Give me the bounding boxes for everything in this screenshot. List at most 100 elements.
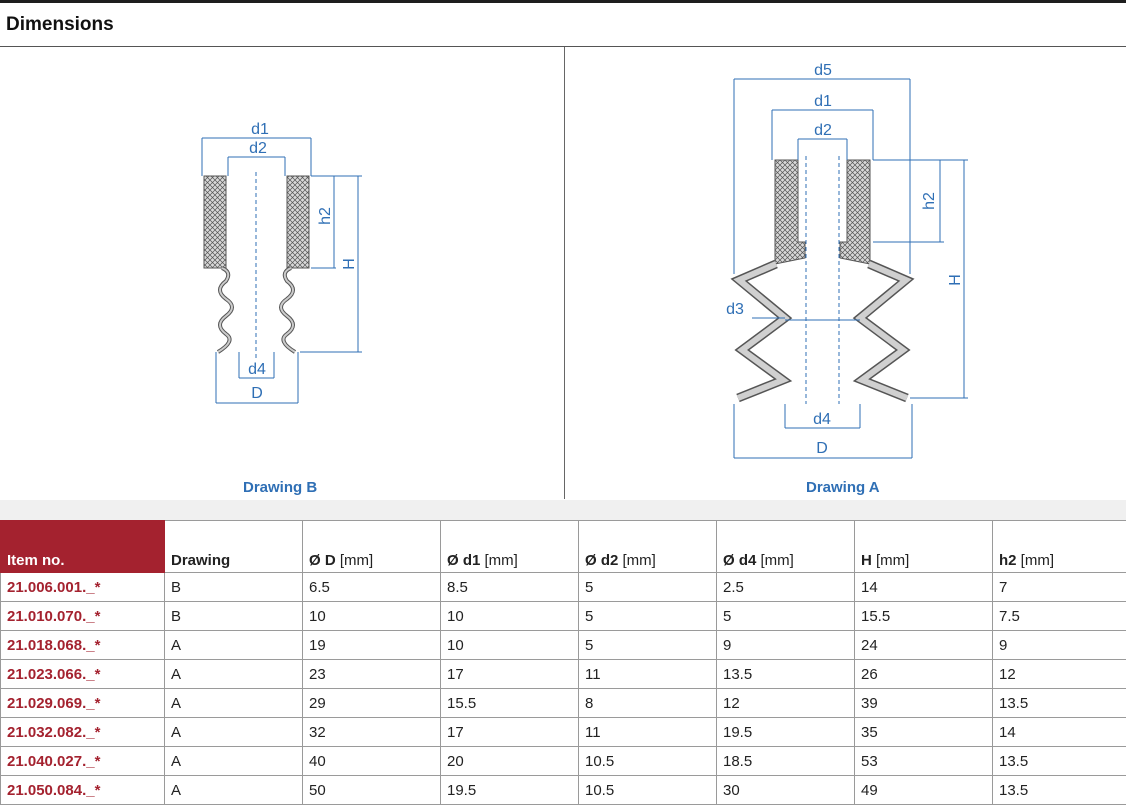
column-header-d1: Ø d1 [mm] (441, 521, 579, 573)
cell-h2: 14 (993, 718, 1126, 747)
cell-H: 35 (855, 718, 993, 747)
section-title: Dimensions (6, 14, 114, 36)
cell-d: 6.5 (303, 573, 441, 602)
cell-d1: 19.5 (441, 776, 579, 805)
cell-d4: 12 (717, 689, 855, 718)
cell-d2: 5 (579, 631, 717, 660)
cell-drawing: B (165, 573, 303, 602)
label-a-d4: d4 (813, 411, 831, 428)
cell-h2: 7.5 (993, 602, 1126, 631)
cell-H: 15.5 (855, 602, 993, 631)
top-rule (0, 0, 1126, 3)
cup-body-a (775, 160, 870, 264)
column-header-h2: h2 [mm] (993, 521, 1126, 573)
column-header-drawing: Drawing (165, 521, 303, 573)
column-header-d4: Ø d4 [mm] (717, 521, 855, 573)
label-b-h2: h2 (317, 207, 334, 225)
column-header-d2: Ø d2 [mm] (579, 521, 717, 573)
cell-d: 10 (303, 602, 441, 631)
drawing-b-panel: d1 d2 h2 H d4 D Drawing B (0, 47, 564, 499)
drawing-b-caption: Drawing B (243, 479, 317, 496)
cell-H: 26 (855, 660, 993, 689)
cell-d1: 17 (441, 660, 579, 689)
cell-H: 24 (855, 631, 993, 660)
cell-H: 53 (855, 747, 993, 776)
column-header-H: H [mm] (855, 521, 993, 573)
cell-h2: 13.5 (993, 776, 1126, 805)
label-b-D: D (251, 385, 263, 402)
cell-d: 32 (303, 718, 441, 747)
cell-d2: 5 (579, 602, 717, 631)
cell-h2: 13.5 (993, 689, 1126, 718)
cell-item-no: 21.010.070._* (1, 602, 165, 631)
drawing-a-figure: d5 d1 d2 h2 H d3 d4 D (565, 47, 1126, 499)
cup-body-b (204, 176, 309, 277)
cell-h2: 9 (993, 631, 1126, 660)
cell-drawing: A (165, 660, 303, 689)
cell-d4: 13.5 (717, 660, 855, 689)
cell-item-no: 21.040.027._* (1, 747, 165, 776)
label-a-h2: h2 (921, 192, 938, 210)
cell-d4: 30 (717, 776, 855, 805)
cell-item-no: 21.006.001._* (1, 573, 165, 602)
cell-d1: 17 (441, 718, 579, 747)
cell-d2: 11 (579, 660, 717, 689)
cell-d2: 10.5 (579, 776, 717, 805)
label-b-d2: d2 (249, 140, 267, 157)
column-header-d: Ø D [mm] (303, 521, 441, 573)
cell-H: 14 (855, 573, 993, 602)
cell-d2: 8 (579, 689, 717, 718)
cell-d: 40 (303, 747, 441, 776)
cell-d1: 20 (441, 747, 579, 776)
cell-d: 23 (303, 660, 441, 689)
label-b-d4: d4 (248, 361, 266, 378)
separator-band (0, 500, 1126, 520)
cell-drawing: A (165, 689, 303, 718)
cell-drawing: B (165, 602, 303, 631)
table-header-row: Item no. Drawing Ø D [mm] Ø d1 [mm] Ø d2… (1, 521, 1126, 573)
cell-item-no: 21.032.082._* (1, 718, 165, 747)
cell-d: 19 (303, 631, 441, 660)
drawing-a-panel: d5 d1 d2 h2 H d3 d4 D Drawing A (565, 47, 1126, 499)
dimensions-table: Item no. Drawing Ø D [mm] Ø d1 [mm] Ø d2… (0, 520, 1126, 805)
cell-h2: 7 (993, 573, 1126, 602)
column-header-item-no: Item no. (1, 521, 165, 573)
label-a-d3: d3 (726, 301, 744, 318)
label-b-d1: d1 (251, 121, 269, 138)
drawing-a-caption: Drawing A (806, 479, 880, 496)
cell-d4: 19.5 (717, 718, 855, 747)
cell-d2: 10.5 (579, 747, 717, 776)
cell-d4: 2.5 (717, 573, 855, 602)
cell-d: 50 (303, 776, 441, 805)
cell-H: 49 (855, 776, 993, 805)
cell-drawing: A (165, 776, 303, 805)
cell-h2: 13.5 (993, 747, 1126, 776)
cell-d: 29 (303, 689, 441, 718)
label-b-H: H (341, 258, 358, 270)
cell-d2: 5 (579, 573, 717, 602)
cell-drawing: A (165, 718, 303, 747)
cell-d4: 5 (717, 602, 855, 631)
cell-item-no: 21.050.084._* (1, 776, 165, 805)
cell-d4: 18.5 (717, 747, 855, 776)
label-a-d2: d2 (814, 122, 832, 139)
cell-item-no: 21.029.069._* (1, 689, 165, 718)
label-a-H: H (947, 274, 964, 286)
cell-d1: 8.5 (441, 573, 579, 602)
label-a-D: D (816, 440, 828, 457)
cell-drawing: A (165, 747, 303, 776)
label-a-d1: d1 (814, 93, 832, 110)
cell-d1: 10 (441, 631, 579, 660)
cell-d1: 15.5 (441, 689, 579, 718)
cell-drawing: A (165, 631, 303, 660)
cell-d4: 9 (717, 631, 855, 660)
cell-item-no: 21.023.066._* (1, 660, 165, 689)
cell-d2: 11 (579, 718, 717, 747)
